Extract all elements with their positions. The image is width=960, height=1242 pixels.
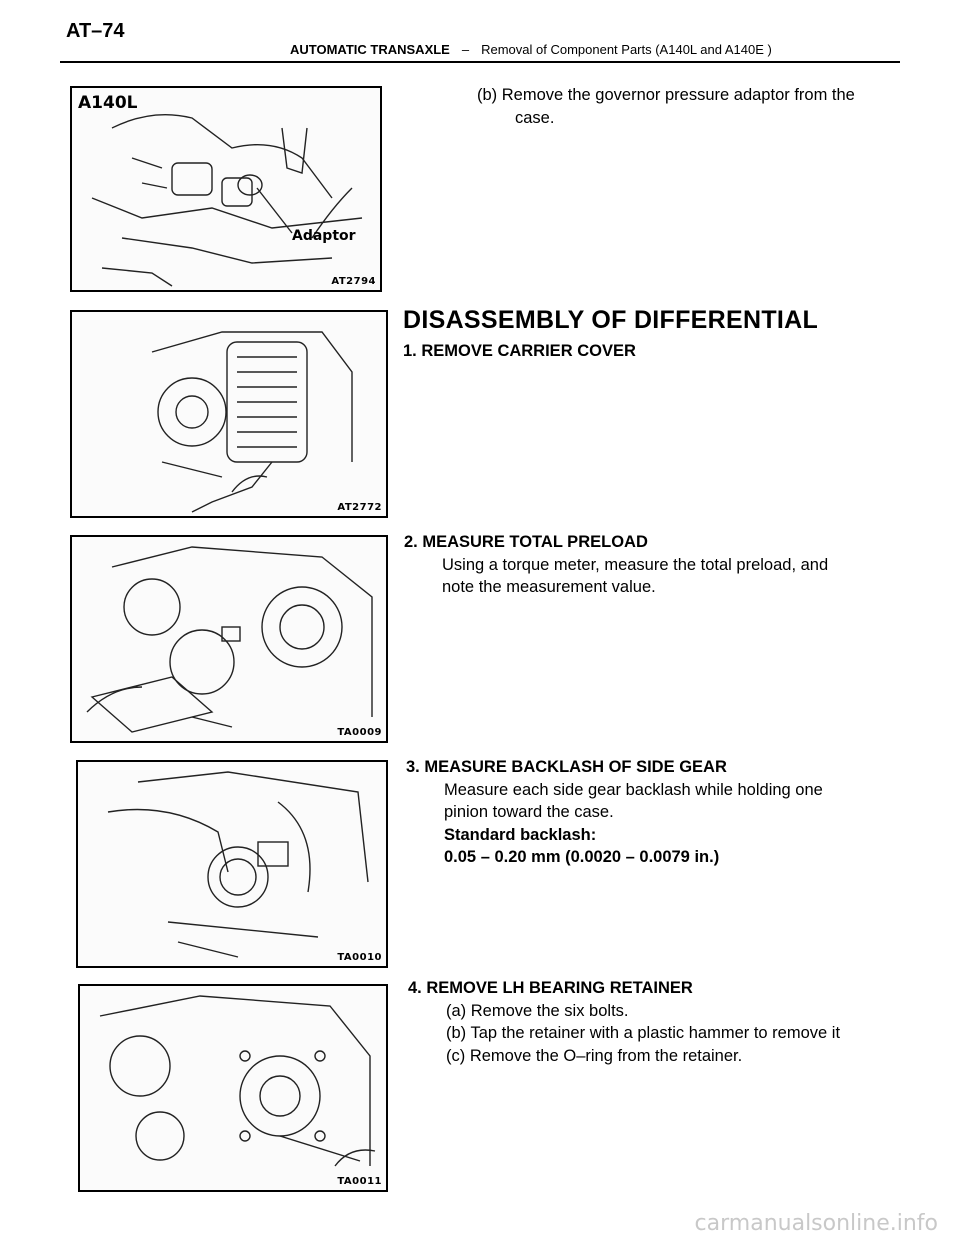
- step-4-heading: 4. REMOVE LH BEARING RETAINER: [408, 979, 693, 997]
- step-2-heading: 2. MEASURE TOTAL PRELOAD: [404, 533, 648, 551]
- step-2-line: Using a torque meter, measure the total …: [442, 555, 829, 574]
- figure-code: TA0010: [337, 952, 382, 963]
- step-4-line: (c) Remove the O–ring from the retainer.: [446, 1046, 743, 1065]
- step-2: 2. MEASURE TOTAL PRELOAD Using a torque …: [404, 531, 828, 599]
- figure-code: AT2794: [331, 276, 376, 287]
- step-4: 4. REMOVE LH BEARING RETAINER (a) Remove…: [408, 977, 840, 1067]
- page-number: AT–74: [66, 20, 125, 42]
- illustration-transaxle-case: [91, 114, 363, 287]
- step-4-line: (b) Tap the retainer with a plastic hamm…: [446, 1024, 841, 1042]
- step-b-governor: (b) Remove the governor pressure adaptor…: [477, 84, 855, 129]
- figure-side-gear-backlash: TA0010: [76, 760, 388, 968]
- step-4-line: (a) Remove the six bolts.: [446, 1001, 629, 1020]
- running-header: AUTOMATIC TRANSAXLE–Removal of Component…: [290, 42, 772, 57]
- spec-value: 0.05 – 0.20 mm (0.0020 – 0.0079 in.): [444, 848, 720, 866]
- step-1-heading: 1. REMOVE CARRIER COVER: [403, 342, 636, 360]
- figure-lh-bearing-retainer: TA0011: [78, 984, 388, 1192]
- header-rule: [60, 61, 900, 63]
- illustration-bearing-retainer: [99, 995, 376, 1167]
- figure-total-preload: TA0009: [70, 535, 388, 743]
- step-b-line: (b) Remove the governor pressure adaptor…: [477, 86, 855, 104]
- header-section: AUTOMATIC TRANSAXLE: [290, 42, 450, 57]
- figure-code: TA0009: [337, 727, 382, 738]
- figure-governor-adaptor: A140L Adaptor AT2794: [70, 86, 382, 292]
- step-b-line: case.: [515, 108, 555, 127]
- spec-label: Standard backlash:: [444, 825, 597, 844]
- illustration-dial-indicator: [107, 771, 369, 958]
- illustration-torque-meter: [86, 546, 373, 733]
- figure-model-tag: A140L: [78, 93, 138, 113]
- step-3-line: Measure each side gear backlash while ho…: [444, 780, 823, 799]
- step-3-heading: 3. MEASURE BACKLASH OF SIDE GEAR: [406, 758, 727, 776]
- step-2-line: note the measurement value.: [442, 578, 656, 596]
- step-3: 3. MEASURE BACKLASH OF SIDE GEAR Measure…: [406, 756, 823, 869]
- figure-code: AT2772: [337, 502, 382, 513]
- illustration-carrier-cover: [151, 331, 353, 513]
- watermark: carmanualsonline.info: [694, 1211, 938, 1236]
- figure-carrier-cover: AT2772: [70, 310, 388, 518]
- section-title: DISASSEMBLY OF DIFFERENTIAL: [403, 306, 819, 334]
- step-3-line: pinion toward the case.: [444, 803, 614, 821]
- header-subsection: Removal of Component Parts (A140L and A1…: [481, 42, 772, 57]
- header-separator: –: [461, 42, 470, 57]
- callout-adaptor: Adaptor: [292, 228, 356, 244]
- figure-code: TA0011: [337, 1176, 382, 1187]
